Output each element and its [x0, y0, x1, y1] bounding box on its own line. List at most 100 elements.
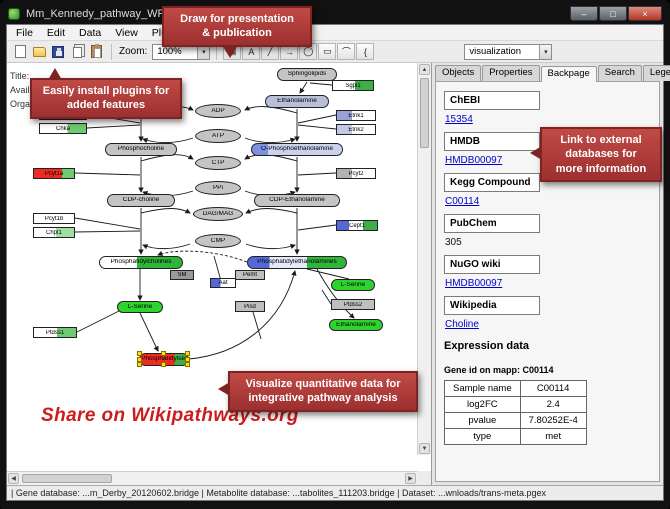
node-ctp[interactable]: CTP: [195, 156, 241, 170]
node-pemt[interactable]: Pemt: [235, 270, 265, 280]
menu-edit[interactable]: Edit: [46, 26, 66, 39]
menu-view[interactable]: View: [115, 26, 138, 39]
node-cdp-choline[interactable]: CDP-choline: [107, 194, 175, 207]
node-pcyt2[interactable]: Pcyt2: [336, 168, 376, 179]
pathway-edge[interactable]: [86, 124, 141, 129]
node-etnk2[interactable]: Etnk2: [336, 124, 376, 135]
scroll-up-icon[interactable]: ▲: [419, 64, 430, 75]
new-file-button[interactable]: [11, 43, 29, 60]
node-etnk1[interactable]: Etnk1: [336, 110, 376, 121]
minimize-button[interactable]: –: [570, 6, 598, 21]
node-sm[interactable]: SM: [170, 270, 194, 280]
pathway-edge[interactable]: [74, 230, 141, 233]
pathway-edge[interactable]: [297, 224, 337, 231]
save-button[interactable]: [49, 43, 67, 60]
pathway-edge[interactable]: [142, 243, 191, 250]
node-adp[interactable]: ADP: [195, 104, 241, 118]
pathway-edge[interactable]: [244, 105, 298, 114]
pathway-edge[interactable]: [245, 243, 296, 250]
node-sphingolipids[interactable]: Sphingolipids: [277, 68, 337, 81]
selection-handle[interactable]: [137, 356, 142, 362]
tab-properties[interactable]: Properties: [482, 65, 540, 81]
node-ppi[interactable]: PPi: [195, 181, 241, 195]
visualization-select[interactable]: visualization ▾: [464, 43, 553, 60]
arrow-tool-button[interactable]: →: [280, 43, 299, 60]
pathway-edge[interactable]: [139, 312, 159, 352]
node-pcyt1b[interactable]: Pcyt1b: [33, 213, 75, 224]
selection-handle[interactable]: [185, 351, 190, 356]
maximize-button[interactable]: □: [599, 6, 627, 21]
node-dag-mag[interactable]: DAG/MAG: [193, 207, 243, 221]
pathway-edge[interactable]: [309, 82, 333, 86]
scroll-down-icon[interactable]: ▼: [419, 443, 430, 454]
pathway-edge[interactable]: [306, 268, 350, 280]
node-ptdss2[interactable]: Ptdss2: [331, 299, 375, 310]
tab-objects[interactable]: Objects: [435, 65, 482, 81]
node-o-phosphoethanolamine[interactable]: O-Phosphoethanolamine: [251, 143, 343, 156]
node-phosphatidylserines[interactable]: Phosphatidylserines: [137, 351, 190, 367]
node-cmp[interactable]: CMP: [195, 234, 241, 248]
tab-legend[interactable]: Legend: [642, 65, 670, 81]
tab-backpage[interactable]: Backpage: [540, 66, 597, 82]
pathway-edge[interactable]: [321, 289, 332, 305]
node-ethanolamine[interactable]: Ethanolamine: [329, 319, 383, 331]
vertical-scroll-thumb[interactable]: [420, 78, 429, 148]
horizontal-scrollbar[interactable]: ◀ ▶: [7, 471, 417, 485]
menu-data[interactable]: Data: [79, 26, 102, 39]
pathway-edge[interactable]: [74, 172, 141, 176]
node-l-serine[interactable]: L-Serine: [117, 301, 163, 313]
arc-tool-button[interactable]: ⌒: [337, 43, 356, 60]
node-chka[interactable]: Chka: [39, 123, 87, 134]
scroll-left-icon[interactable]: ◀: [8, 473, 19, 484]
node-pisd[interactable]: Pisd: [235, 301, 265, 312]
selection-handle[interactable]: [137, 351, 142, 356]
node-pcyt1a[interactable]: Pcyt1a: [33, 168, 75, 179]
db-value-wikipedia[interactable]: Choline: [445, 319, 479, 330]
node-aat[interactable]: Aat: [210, 278, 236, 288]
pathway-edge[interactable]: [252, 311, 262, 340]
pathway-edge[interactable]: [297, 114, 337, 124]
open-button[interactable]: [30, 43, 48, 60]
pathway-edge[interactable]: [74, 217, 141, 230]
menu-file[interactable]: File: [16, 26, 33, 39]
db-value-chebi[interactable]: 15354: [445, 114, 473, 125]
brace-tool-button[interactable]: {: [356, 43, 375, 60]
node-ptdss1[interactable]: Ptdss1: [33, 327, 77, 338]
selection-handle[interactable]: [161, 351, 166, 356]
pathway-edge[interactable]: [244, 137, 296, 144]
paste-button[interactable]: [87, 43, 105, 60]
close-button[interactable]: ×: [628, 6, 662, 21]
node-l-serine[interactable]: L-Serine: [331, 279, 375, 291]
node-phosphatidylcholines[interactable]: Phosphatidylcholines: [99, 256, 183, 269]
copy-button[interactable]: [68, 43, 86, 60]
pathway-edge[interactable]: [142, 137, 194, 144]
node-atp[interactable]: ATP: [195, 129, 241, 143]
pathway-edge[interactable]: [188, 270, 297, 360]
db-value-hmdb[interactable]: HMDB00097: [445, 155, 503, 166]
pathway-edge[interactable]: [76, 307, 126, 333]
selection-handle[interactable]: [185, 362, 190, 367]
pathway-edge[interactable]: [297, 124, 337, 130]
rectangle-tool-button[interactable]: ▭: [318, 43, 337, 60]
horizontal-scroll-thumb[interactable]: [22, 474, 112, 483]
db-value-kegg-compound[interactable]: C00114: [445, 196, 480, 207]
pathway-edge[interactable]: [316, 268, 355, 319]
node-ethanolamine[interactable]: Ethanolamine: [265, 95, 329, 108]
selection-handle[interactable]: [161, 362, 166, 367]
vertical-scrollbar[interactable]: ▲ ▼: [417, 63, 431, 455]
node-cdp-ethanolamine[interactable]: CDP-Ethanolamine: [254, 194, 340, 207]
tab-search[interactable]: Search: [597, 65, 642, 81]
db-value-nugo-wiki[interactable]: HMDB00097: [445, 278, 503, 289]
node-cept1[interactable]: Cept1: [336, 220, 378, 231]
pathway-edge[interactable]: [245, 208, 298, 214]
label-tool-button[interactable]: A: [242, 43, 261, 60]
pathway-edge[interactable]: [297, 172, 337, 176]
node-chpt1[interactable]: Chpt1: [33, 227, 75, 238]
node-sgpl1[interactable]: Sgpl1: [332, 80, 374, 91]
scroll-right-icon[interactable]: ▶: [405, 473, 416, 484]
pathway-edge[interactable]: [140, 208, 191, 214]
pathway-edge[interactable]: [157, 250, 248, 263]
selection-handle[interactable]: [185, 356, 190, 362]
selection-handle[interactable]: [137, 362, 142, 367]
pathway-edge[interactable]: [299, 81, 308, 94]
